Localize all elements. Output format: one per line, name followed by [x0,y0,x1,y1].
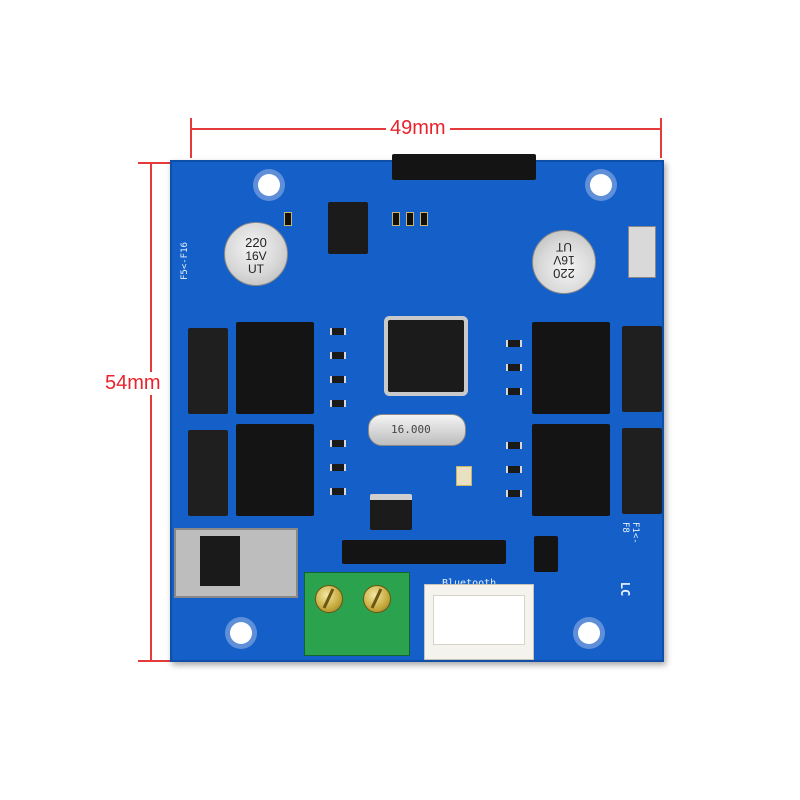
mounting-hole-bottom-left [230,622,252,644]
resistor [330,328,346,335]
crystal-marking: 16.000 [391,423,431,436]
power-screw-terminal[interactable] [304,572,410,656]
height-dimension-line [150,162,152,662]
bluetooth-label: Bluetooth [442,578,496,589]
mounting-hole-top-left [258,174,280,196]
smd-component [284,212,292,226]
top-pin-header[interactable] [392,154,536,180]
servo-header-right-upper[interactable] [532,322,610,414]
servo-header-left-lower[interactable] [236,424,314,516]
capacitor-smd [456,466,472,486]
side-header-left-upper[interactable] [188,328,228,414]
resistor [330,352,346,359]
side-header-right-lower[interactable] [622,428,662,514]
jumper-header[interactable] [534,536,558,572]
screw-right[interactable] [363,585,391,613]
jst-connector[interactable] [424,584,534,660]
resistor [506,388,522,395]
resistor [330,400,346,407]
left-channel-range-label: F5<-F16 [180,242,190,280]
height-dimension-label: 54mm [103,372,163,395]
smd-component [420,212,428,226]
resistor [330,376,346,383]
bluetooth-header[interactable] [342,540,506,564]
servo-header-right-lower[interactable] [532,424,610,516]
servo-header-left-upper[interactable] [236,322,314,414]
right-channel-range-label: F1<-F8 [620,522,640,544]
screw-left[interactable] [315,585,343,613]
pcb-board: 16.000 220 16V UT 220 16V UT Bluetooth [170,154,664,662]
jst-inner [433,595,525,645]
mounting-hole-top-right [590,174,612,196]
microcontroller-chip [388,320,464,392]
resistor [506,340,522,347]
power-slide-switch[interactable] [174,528,298,598]
height-dimension-tick-top [138,162,174,164]
voltage-regulator [370,494,412,530]
crystal-oscillator: 16.000 [368,414,466,446]
resistor [506,364,522,371]
reset-button[interactable] [628,226,656,278]
side-header-left-lower[interactable] [188,430,228,516]
mounting-hole-bottom-right [578,622,600,644]
smd-component [406,212,414,226]
resistor [506,442,522,449]
resistor [330,464,346,471]
resistor [330,440,346,447]
electrolytic-capacitor-left: 220 16V UT [224,222,288,286]
maker-mark-label: LC [618,581,633,597]
smd-component [392,212,400,226]
height-dimension-tick-bottom [138,660,174,662]
resistor [506,466,522,473]
resistor [506,490,522,497]
width-dimension-label: 49mm [386,117,450,140]
width-dimension-tick-right [660,118,662,158]
side-header-right-upper[interactable] [622,326,662,412]
resistor [330,488,346,495]
eeprom-chip [328,202,368,254]
width-dimension-tick-left [190,118,192,158]
switch-knob[interactable] [200,536,240,586]
electrolytic-capacitor-right: 220 16V UT [532,230,596,294]
